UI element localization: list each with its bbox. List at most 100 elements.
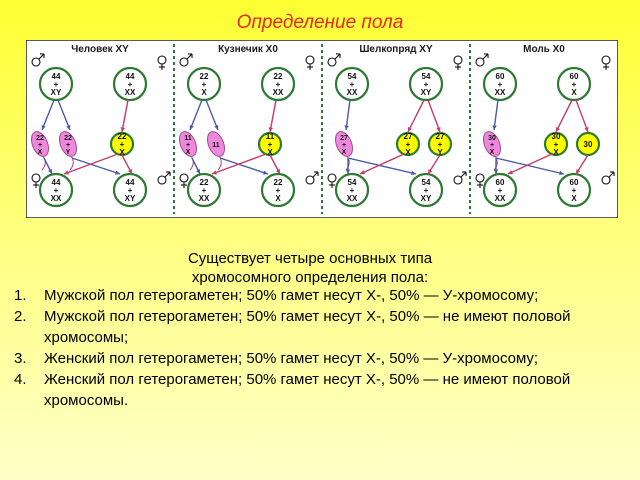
panel-title: Человек XY [71, 44, 129, 55]
arrow [41, 99, 55, 131]
cell-label: 44+XY [125, 178, 136, 203]
slide-title: Определение пола [236, 12, 404, 33]
male-symbol-icon [453, 171, 467, 185]
cell-label: 27+X [404, 132, 413, 157]
offspring-cell: 54+XY [408, 172, 444, 208]
cell-label: 27+Y [436, 132, 445, 157]
arrow [507, 153, 553, 175]
cell-label: 22+X [200, 72, 209, 97]
cell-label: 60+XX [495, 178, 506, 203]
female-symbol-icon [327, 173, 337, 188]
sperm-gamete: 22+Y [59, 131, 77, 171]
egg-gamete: 22+X [109, 131, 135, 157]
panel-title: Моль X0 [523, 44, 565, 55]
female-symbol-icon [31, 173, 41, 188]
gamete-label: 27+X [340, 135, 348, 156]
cell-label: 54+XX [347, 178, 358, 203]
arrow [493, 158, 499, 174]
offspring-cell: 44+XX [38, 172, 74, 208]
gamete-label: 11 [212, 142, 220, 149]
male-symbol-icon [157, 171, 171, 185]
cell-label: 54+XX [347, 72, 358, 97]
arrow [344, 99, 351, 131]
arrow [121, 154, 133, 175]
female-symbol-icon [601, 55, 611, 70]
arrow [269, 154, 281, 175]
parent-cell: 54+XX [334, 66, 370, 102]
gamete-label: 11+X [184, 135, 192, 156]
determination-types-list: 1. Мужской пол гетерогаметен; 50% гамет н… [14, 285, 624, 411]
arrow [407, 99, 425, 133]
parent-cell: 22+XX [260, 66, 296, 102]
arrow [492, 99, 499, 131]
caption: Существует четыре основных типа хромосом… [130, 249, 490, 287]
list-item: 4. Женский пол гетерогаметен; 50% гамет н… [14, 369, 624, 411]
sperm-gamete: 11+X [179, 131, 197, 171]
cell-label: 54+XY [421, 72, 432, 97]
item-number: 3. [14, 350, 27, 367]
cell-label: 60+X [570, 72, 579, 97]
cell-label: 22+XX [273, 72, 284, 97]
parent-cell: 44+XX [112, 66, 148, 102]
arrow [575, 99, 589, 133]
gamete-label: 22+X [36, 135, 44, 156]
arrow [63, 153, 119, 175]
sperm-gamete: 22+X [31, 131, 49, 171]
sperm-gamete: 27+X [335, 131, 353, 171]
male-symbol-icon [327, 53, 341, 67]
item-number: 4. [14, 371, 27, 388]
list-item: 3. Женский пол гетерогаметен; 50% гамет н… [14, 348, 624, 369]
arrow [268, 99, 277, 133]
arrow [211, 153, 267, 175]
arrow [71, 157, 121, 175]
cell-label: 30+X [552, 132, 561, 157]
item-text: Женский пол гетерогаметен; 50% гамет нес… [44, 371, 571, 409]
female-symbol-icon [157, 55, 167, 70]
item-text: Мужской пол гетерогаметен; 50% гамет нес… [44, 308, 571, 346]
male-symbol-icon [179, 53, 193, 67]
parent-cell: 54+XY [408, 66, 444, 102]
panel-title: Шелкопряд XY [359, 44, 433, 55]
arrow [359, 153, 405, 175]
female-symbol-icon [179, 173, 189, 188]
arrow [427, 99, 441, 133]
caption-line-2: хромосомного определения пола: [191, 269, 429, 286]
cell-label: 30 [584, 140, 593, 149]
male-symbol-icon [475, 53, 489, 67]
gamete-label: 30+X [488, 135, 496, 156]
item-text: Женский пол гетерогаметен; 50% гамет нес… [44, 350, 539, 367]
sex-determination-diagram: Человек XY 44+XY 44+XX 22+X 22+Y 22+X 44+XX 44+… [26, 40, 618, 218]
arrow [219, 157, 269, 175]
parent-cell: 44+XY [38, 66, 74, 102]
parent-cell: 60+XX [482, 66, 518, 102]
list-item: 2.Мужской пол гетерогаметен; 50% гамет н… [14, 306, 624, 348]
diagram-panel: Человек XY 44+XY 44+XX 22+X 22+Y 22+X 44+XX 44+… [31, 44, 171, 208]
egg-gamete: 27+X [395, 131, 421, 157]
cell-label: 44+XY [51, 72, 62, 97]
female-symbol-icon [305, 55, 315, 70]
arrow [191, 157, 201, 175]
cell-label: 60+XX [495, 72, 506, 97]
arrow [555, 99, 573, 133]
diagram-canvas: Человек XY 44+XY 44+XX 22+X 22+Y 22+X 44+XX 44+… [26, 40, 618, 218]
list-item: 1. Мужской пол гетерогаметен; 50% гамет н… [14, 285, 624, 306]
item-text: Мужской пол гетерогаметен; 50% гамет нес… [44, 287, 539, 304]
arrow [120, 99, 129, 133]
offspring-cell: 44+XY [112, 172, 148, 208]
caption-line-1: Существует четыре основных типа [187, 250, 433, 267]
item-number: 1. [14, 287, 27, 304]
parent-cell: 60+X [556, 66, 592, 102]
arrow [427, 154, 441, 175]
offspring-cell: 60+XX [482, 172, 518, 208]
cell-label: 22+XX [199, 178, 210, 203]
cell-label: 22+X [118, 132, 127, 157]
sperm-gamete: 30+X [483, 131, 501, 171]
male-symbol-icon [305, 171, 319, 185]
egg-gamete: 11+X [257, 131, 283, 157]
cell-label: 11+X [266, 132, 275, 157]
arrow [57, 99, 71, 131]
egg-gamete: 27+Y [427, 131, 453, 157]
sperm-gamete: 11 [207, 131, 225, 171]
